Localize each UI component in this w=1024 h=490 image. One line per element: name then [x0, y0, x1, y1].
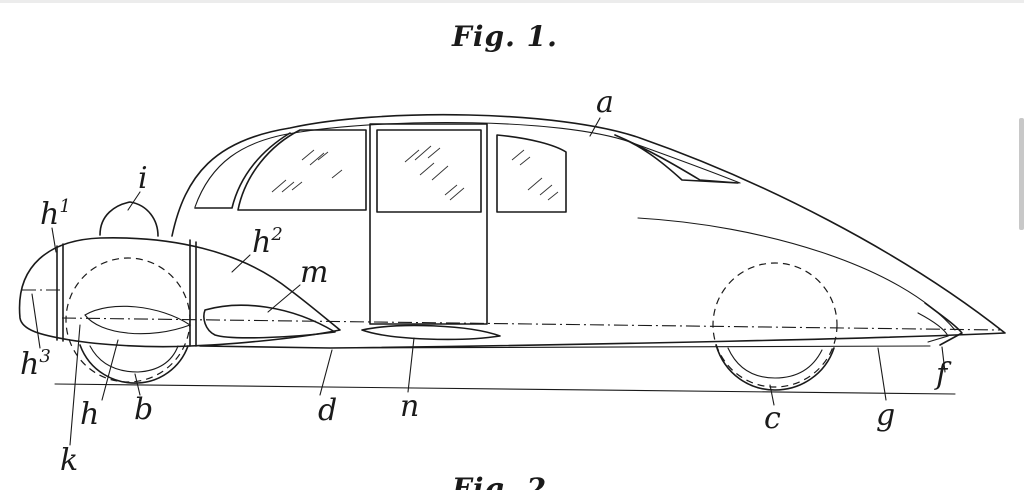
longitudinal-axis [61, 317, 1001, 331]
label-h2: h2 [252, 224, 283, 260]
lower-body-seam [329, 345, 931, 349]
door-window [376, 129, 482, 213]
front-fender [18, 237, 341, 348]
label-m: m [300, 255, 328, 290]
front-wheel-visible [79, 344, 189, 384]
door-outer [369, 123, 488, 325]
roof-inner-line [194, 121, 741, 208]
front-wheel-hidden [65, 257, 191, 383]
body-outline [171, 113, 1006, 349]
rear-side-window [496, 134, 567, 213]
leader-c [769, 384, 775, 406]
label-c: c [764, 401, 781, 436]
scrollbar[interactable] [1019, 118, 1024, 230]
label-h1: h1 [40, 196, 71, 232]
windshield-pillar [194, 132, 291, 209]
rear-wheel-visible [715, 344, 835, 391]
rear-side-window-hatch [511, 149, 559, 201]
leader-h1 [51, 227, 57, 253]
label-i: i [138, 161, 148, 196]
label-k: k [60, 443, 78, 478]
front-wheel-cover [84, 305, 192, 335]
rear-wheel-rim [727, 347, 823, 379]
leader-h [101, 339, 119, 401]
side-crease [637, 217, 956, 331]
leader-k [69, 324, 81, 446]
leader-h2 [231, 254, 251, 273]
label-h: h [80, 397, 99, 432]
front-wheel-rim [89, 345, 179, 373]
leader-b [134, 373, 141, 396]
front-window [237, 129, 367, 211]
rear-wheel-hidden [712, 262, 838, 388]
label-a: a [596, 85, 614, 120]
top-border [0, 0, 1024, 3]
next-figure-title: Fig. 2 [451, 472, 547, 490]
leader-m [267, 284, 301, 313]
tail-fin [924, 302, 963, 346]
door-window-hatch [404, 145, 465, 201]
tail-fin-inner [917, 312, 949, 343]
label-g: g [876, 398, 895, 433]
label-n: n [400, 389, 419, 424]
fender-fin [203, 304, 336, 339]
figure-title: Fig. 1. [451, 20, 558, 53]
label-f: f [934, 357, 952, 392]
rear-window [614, 134, 739, 184]
leader-i [127, 191, 141, 211]
label-b: b [134, 392, 153, 427]
ground-line [54, 383, 956, 395]
headlight [99, 201, 159, 237]
leader-d [319, 349, 333, 396]
leader-g [877, 347, 887, 401]
front-window-hatch [271, 149, 343, 193]
label-d: d [318, 393, 337, 428]
underbody-slot [361, 324, 501, 341]
leader-n [407, 337, 415, 393]
leader-h3 [31, 293, 41, 349]
leader-f [941, 346, 946, 373]
label-h3: h3 [20, 346, 51, 382]
leader-a [589, 117, 601, 137]
